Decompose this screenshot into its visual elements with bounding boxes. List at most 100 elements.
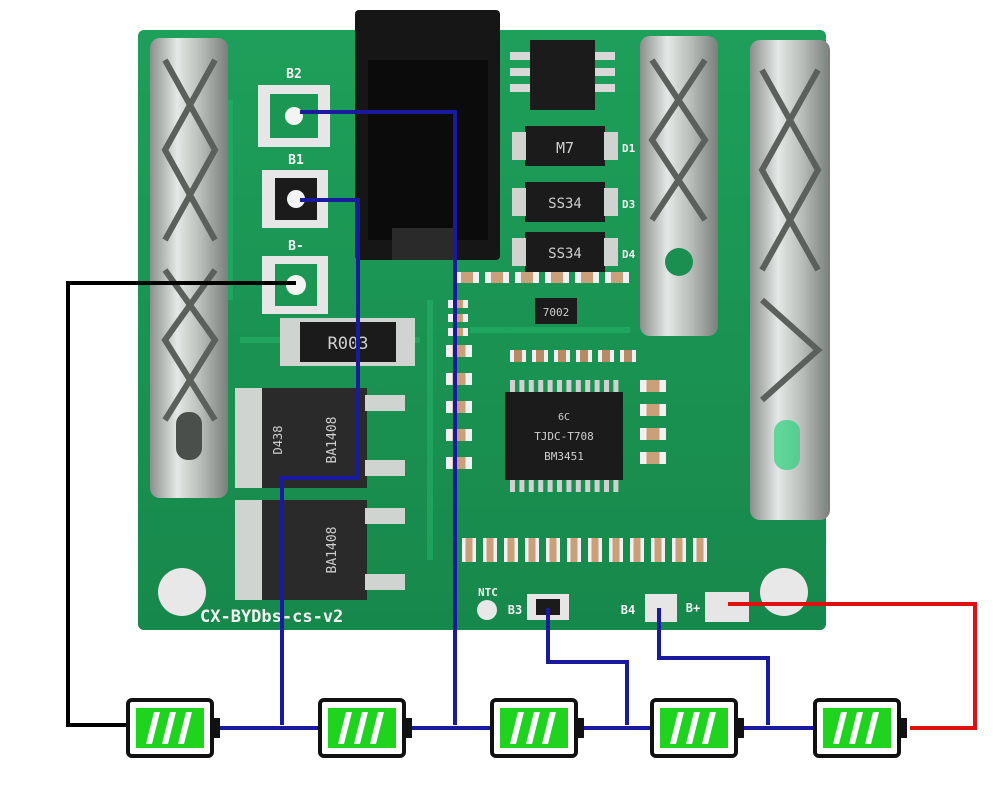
smd-component [672, 538, 686, 562]
ic-pin [594, 480, 600, 492]
wire-b4 [657, 608, 770, 725]
ic-pin [594, 380, 600, 392]
battery-stripe [510, 712, 524, 744]
smd-component [545, 272, 569, 283]
smd-component [609, 538, 623, 562]
ic-pin [510, 380, 515, 392]
battery-stripe [370, 712, 384, 744]
smd-component [640, 428, 666, 440]
smd-component [525, 538, 539, 562]
pad-b4-label: B4 [621, 603, 635, 617]
battery-pack [126, 698, 907, 758]
mosfet-bottom: BA1408 [235, 500, 405, 600]
smd-component [446, 345, 472, 357]
mosfet-bottom-label: BA1408 [325, 527, 340, 574]
smd-component [554, 350, 570, 362]
wiring [66, 110, 977, 730]
main-ic: 6C TJDC-T708 BM3451 [505, 380, 623, 492]
right-battery-clip-1 [640, 36, 718, 336]
ic-pin [575, 380, 581, 392]
ic-pin [613, 380, 619, 392]
battery-stripe [849, 712, 863, 744]
battery-cell [318, 698, 412, 758]
battery-stripe [686, 712, 700, 744]
wire-b3 [546, 608, 629, 725]
diode-ss34-b: SS34 [512, 232, 618, 272]
smd-component [483, 538, 497, 562]
smd-component [462, 538, 476, 562]
wire-b2 [300, 110, 457, 725]
smd-component [510, 350, 526, 362]
wire-b1 [280, 198, 360, 725]
smd-component [640, 380, 666, 392]
top-small-ic [510, 40, 615, 110]
smd-component [567, 538, 581, 562]
transistor-7002: 7002 [535, 298, 577, 324]
battery-stripe [702, 712, 716, 744]
pad-b3-label: B3 [508, 603, 522, 617]
mounting-hole-small [477, 600, 497, 620]
battery-stripe [354, 712, 368, 744]
battery-stripe [162, 712, 176, 744]
ic-pin [604, 380, 609, 392]
battery-terminal [899, 718, 907, 738]
left-battery-clip [150, 38, 228, 498]
smd-component [532, 350, 548, 362]
shunt-resistor-label: R003 [328, 334, 369, 354]
battery-cell [813, 698, 907, 758]
wire-b-plus [728, 602, 977, 730]
battery-cell [650, 698, 744, 758]
smd-component [448, 300, 468, 308]
battery-stripe [178, 712, 192, 744]
smd-component [448, 328, 468, 336]
smd-component [446, 373, 472, 385]
ic-pin [585, 380, 591, 392]
smd-component [446, 401, 472, 413]
main-ic-line-3: 6C [558, 412, 570, 423]
ic-pin [547, 480, 553, 492]
ic-pin [519, 380, 525, 392]
ic-pin [575, 480, 581, 492]
battery-stripe [146, 712, 160, 744]
pad-bplus: B+ [686, 592, 749, 622]
ic-pin [566, 480, 572, 492]
smd-component [455, 272, 479, 283]
pad-b2-label: B2 [286, 67, 302, 82]
ic-pin [604, 480, 609, 492]
ic-pin [538, 380, 544, 392]
battery-cell [126, 698, 220, 758]
smd-component [446, 457, 472, 469]
smd-component [546, 538, 560, 562]
dc-jack [355, 10, 500, 260]
battery-stripe [338, 712, 352, 744]
mounting-hole-right [760, 568, 808, 616]
pad-b1-label: B1 [288, 153, 304, 168]
board-model-text: CX-BYDbs-cs-v2 [200, 607, 343, 627]
smd-component [693, 538, 707, 562]
ntc-label: NTC [478, 586, 498, 599]
smd-component [576, 350, 592, 362]
ic-pin [528, 380, 534, 392]
diode-ss34-b-label: SS34 [548, 246, 582, 262]
smd-component [504, 538, 518, 562]
diode-m7-label: M7 [556, 139, 574, 157]
battery-stripe [542, 712, 556, 744]
main-ic-line-2: TJDC-T708 [534, 430, 594, 443]
pcb-board: M7 SS34 SS34 D1 D3 D4 7002 R003 [138, 10, 830, 630]
smd-passives [446, 272, 707, 562]
d4-label: D4 [622, 248, 636, 261]
mosfet-top: D438 BA1408 [235, 388, 405, 488]
smd-component [598, 350, 614, 362]
mosfet-top-label-1: D438 [271, 426, 285, 455]
ic-pin [557, 480, 562, 492]
diode-ss34-a-label: SS34 [548, 196, 582, 212]
battery-stripe [865, 712, 879, 744]
ic-pin [528, 480, 534, 492]
smd-component [640, 404, 666, 416]
smd-component [630, 538, 644, 562]
battery-terminal [212, 718, 220, 738]
ic-pin [557, 380, 562, 392]
smd-component [446, 429, 472, 441]
